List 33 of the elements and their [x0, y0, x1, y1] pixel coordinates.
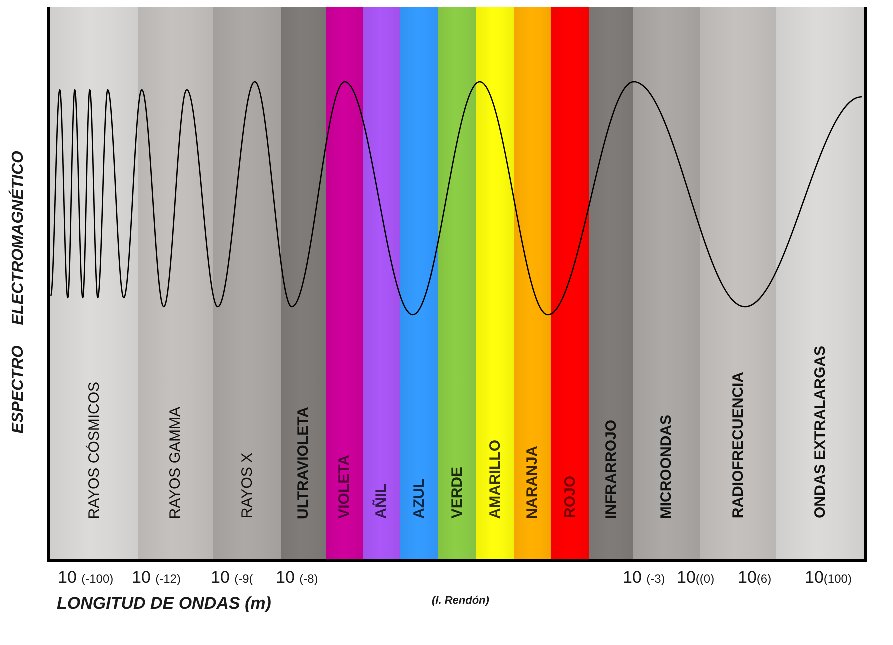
band-label: MICROONDAS	[659, 414, 674, 519]
band-label: ONDAS EXTRALARGAS	[813, 346, 828, 519]
band-label: ROJO	[562, 476, 578, 519]
band-label: RAYOS GAMMA	[168, 406, 183, 519]
spectrum-band	[281, 7, 326, 561]
spectrum-band	[363, 7, 400, 561]
spectrum-band	[326, 7, 363, 561]
band-label: NARANJA	[525, 446, 540, 519]
band-label: INFRARROJO	[604, 420, 618, 519]
band-label: AMARILLO	[488, 440, 502, 519]
spectrum-band	[138, 7, 213, 561]
spectrum-band	[213, 7, 281, 561]
band-label: AZUL	[412, 479, 426, 519]
band-label: ULTRAVIOLETA	[296, 406, 311, 519]
spectrum-band	[589, 7, 633, 561]
spectrum-band	[50, 7, 138, 561]
axis-title: ESPECTRO ELECTROMAGNÉTICO	[11, 151, 27, 434]
band-label: VIOLETA	[337, 455, 352, 519]
spectrum-band	[700, 7, 776, 561]
band-label: RAYOS X	[240, 453, 254, 519]
spectrum-band	[551, 7, 589, 561]
spectrum-band	[476, 7, 514, 561]
spectrum-band	[633, 7, 700, 561]
spectrum-band	[776, 7, 865, 561]
axis-title: LONGITUD DE ONDAS (m)	[57, 595, 272, 612]
band-label: AÑIL	[374, 484, 389, 519]
spectrum-band	[400, 7, 438, 561]
band-label: VERDE	[450, 467, 464, 519]
spectrum-band	[438, 7, 476, 561]
spectrum-band	[514, 7, 551, 561]
band-label: RAYOS CÓSMICOS	[86, 382, 102, 519]
band-label: RADIOFRECUENCIA	[730, 372, 746, 519]
author-credit: (I. Rendón)	[432, 596, 490, 607]
